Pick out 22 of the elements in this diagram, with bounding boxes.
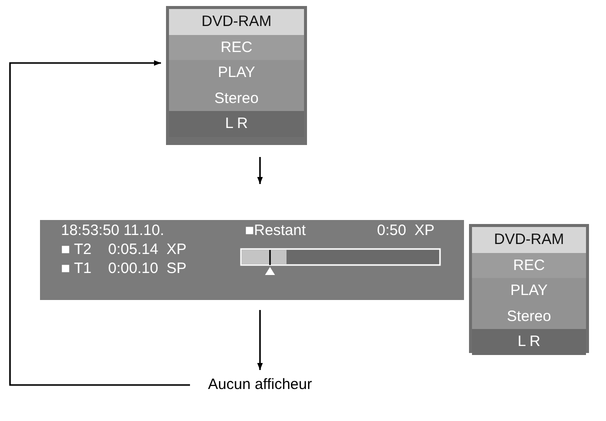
arrow xyxy=(257,310,263,370)
menu-item: Stereo xyxy=(169,86,304,111)
menu-item: L R xyxy=(472,329,586,354)
menu-item: REC xyxy=(472,252,586,278)
menu-panel xyxy=(469,224,589,353)
display-text: 0:50 XP xyxy=(377,222,435,239)
menu-item: Stereo xyxy=(472,304,586,329)
status-display xyxy=(40,220,464,300)
menu-item: PLAY xyxy=(169,60,304,86)
display-text: ■ T1 0:00.10 SP xyxy=(61,260,187,277)
menu-item: L R xyxy=(169,111,304,136)
arrow xyxy=(9,60,190,386)
arrow xyxy=(257,157,263,184)
menu-item: PLAY xyxy=(472,278,586,304)
caption-text: Aucun afficheur xyxy=(207,375,313,395)
menu-item: REC xyxy=(169,34,304,60)
display-text: ■ T2 0:05.14 XP xyxy=(61,241,187,258)
menu-item: DVD-RAM xyxy=(472,227,586,252)
menu-panel xyxy=(166,6,307,145)
menu-item: DVD-RAM xyxy=(169,9,304,34)
display-text: 18:53:50 11.10. xyxy=(61,222,164,239)
display-text: ■Restant xyxy=(245,222,306,239)
